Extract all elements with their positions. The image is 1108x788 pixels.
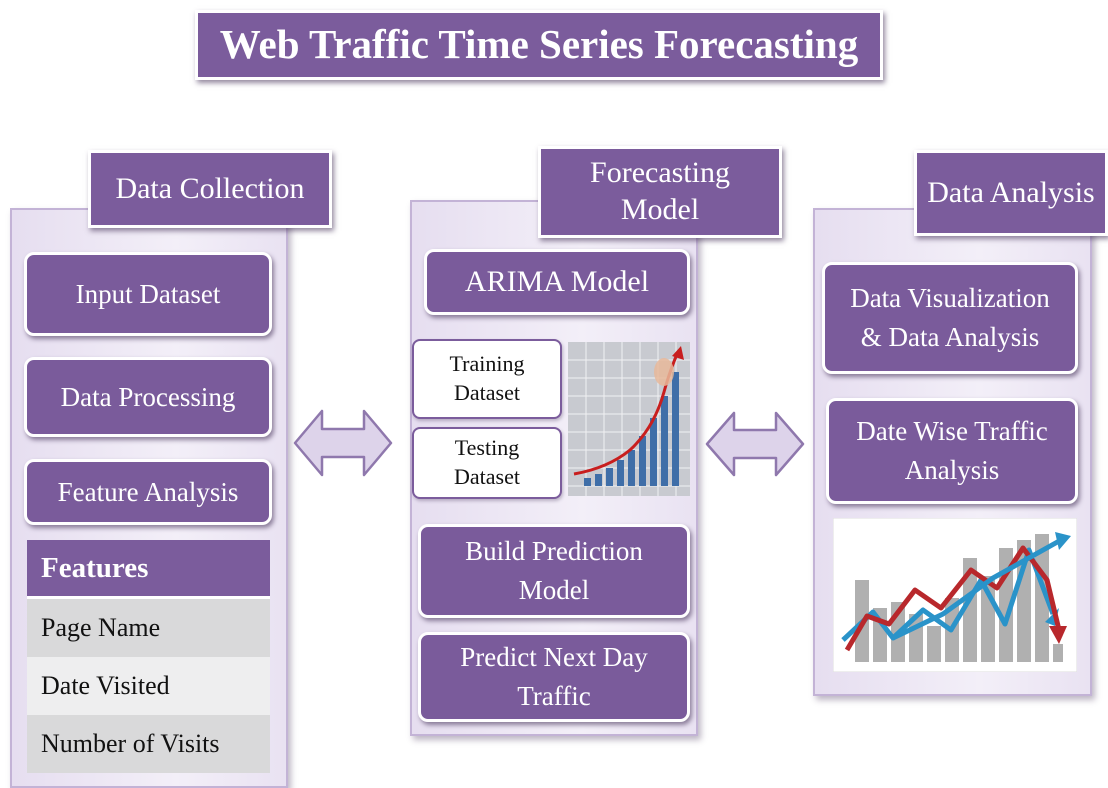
- date-wise-traffic-label-1: Date Wise Traffic: [856, 415, 1048, 446]
- feature-analysis-step: Feature Analysis: [24, 459, 272, 525]
- predict-next-day-step: Predict Next Day Traffic: [418, 632, 690, 722]
- page-title-box: Web Traffic Time Series Forecasting: [195, 10, 883, 80]
- testing-dataset-label-2: Dataset: [454, 464, 520, 489]
- double-arrow-icon-left: [293, 409, 393, 477]
- data-visualization-label-1: Data Visualization: [850, 282, 1050, 313]
- page-title: Web Traffic Time Series Forecasting: [219, 21, 859, 68]
- data-visualization-label-2: & Data Analysis: [860, 322, 1040, 352]
- data-analysis-tag: Data Analysis: [914, 150, 1108, 236]
- testing-dataset-box: Testing Dataset: [412, 427, 562, 499]
- double-arrow-icon-right: [705, 411, 805, 477]
- features-header-label: Features: [41, 551, 149, 584]
- testing-dataset-label-1: Testing: [454, 435, 520, 461]
- date-wise-traffic-step: Date Wise Traffic Analysis: [826, 398, 1078, 504]
- features-table: Features Page Name Date Visited Number o…: [27, 540, 270, 776]
- feature-row: Date Visited: [27, 657, 270, 715]
- data-processing-label: Data Processing: [60, 381, 236, 412]
- data-analysis-label: Data Analysis: [927, 176, 1095, 210]
- feature-row: Number of Visits: [27, 715, 270, 773]
- features-header: Features: [27, 540, 270, 599]
- feature-date-visited: Date Visited: [41, 671, 170, 700]
- input-dataset-label: Input Dataset: [75, 278, 221, 309]
- arima-model-label: ARIMA Model: [464, 264, 650, 298]
- build-prediction-model-step: Build Prediction Model: [418, 524, 690, 618]
- data-processing-step: Data Processing: [24, 357, 272, 437]
- analysis-chart-image: [833, 518, 1077, 672]
- data-visualization-step: Data Visualization & Data Analysis: [822, 262, 1078, 374]
- feature-page-name: Page Name: [41, 613, 161, 642]
- predict-next-day-label-2: Traffic: [517, 681, 591, 711]
- feature-analysis-label: Feature Analysis: [57, 476, 239, 507]
- input-dataset-step: Input Dataset: [24, 252, 272, 336]
- growth-chart-image: [568, 342, 690, 496]
- date-wise-traffic-label-2: Analysis: [904, 455, 1000, 485]
- build-prediction-label-2: Model: [518, 575, 590, 605]
- training-dataset-box: Training Dataset: [412, 339, 562, 419]
- data-collection-label: Data Collection: [115, 172, 305, 206]
- feature-row: Page Name: [27, 599, 270, 657]
- forecasting-model-tag: Forecasting Model: [538, 146, 782, 238]
- predict-next-day-label-1: Predict Next Day: [460, 641, 648, 672]
- build-prediction-label-1: Build Prediction: [465, 535, 643, 566]
- feature-number-of-visits: Number of Visits: [41, 729, 220, 758]
- training-dataset-label-2: Dataset: [454, 380, 520, 405]
- forecasting-model-label-2: Model: [620, 193, 700, 226]
- arima-model-step: ARIMA Model: [424, 249, 690, 315]
- training-dataset-label-1: Training: [449, 351, 525, 377]
- data-collection-tag: Data Collection: [88, 150, 332, 228]
- forecasting-model-label-1: Forecasting: [590, 156, 730, 190]
